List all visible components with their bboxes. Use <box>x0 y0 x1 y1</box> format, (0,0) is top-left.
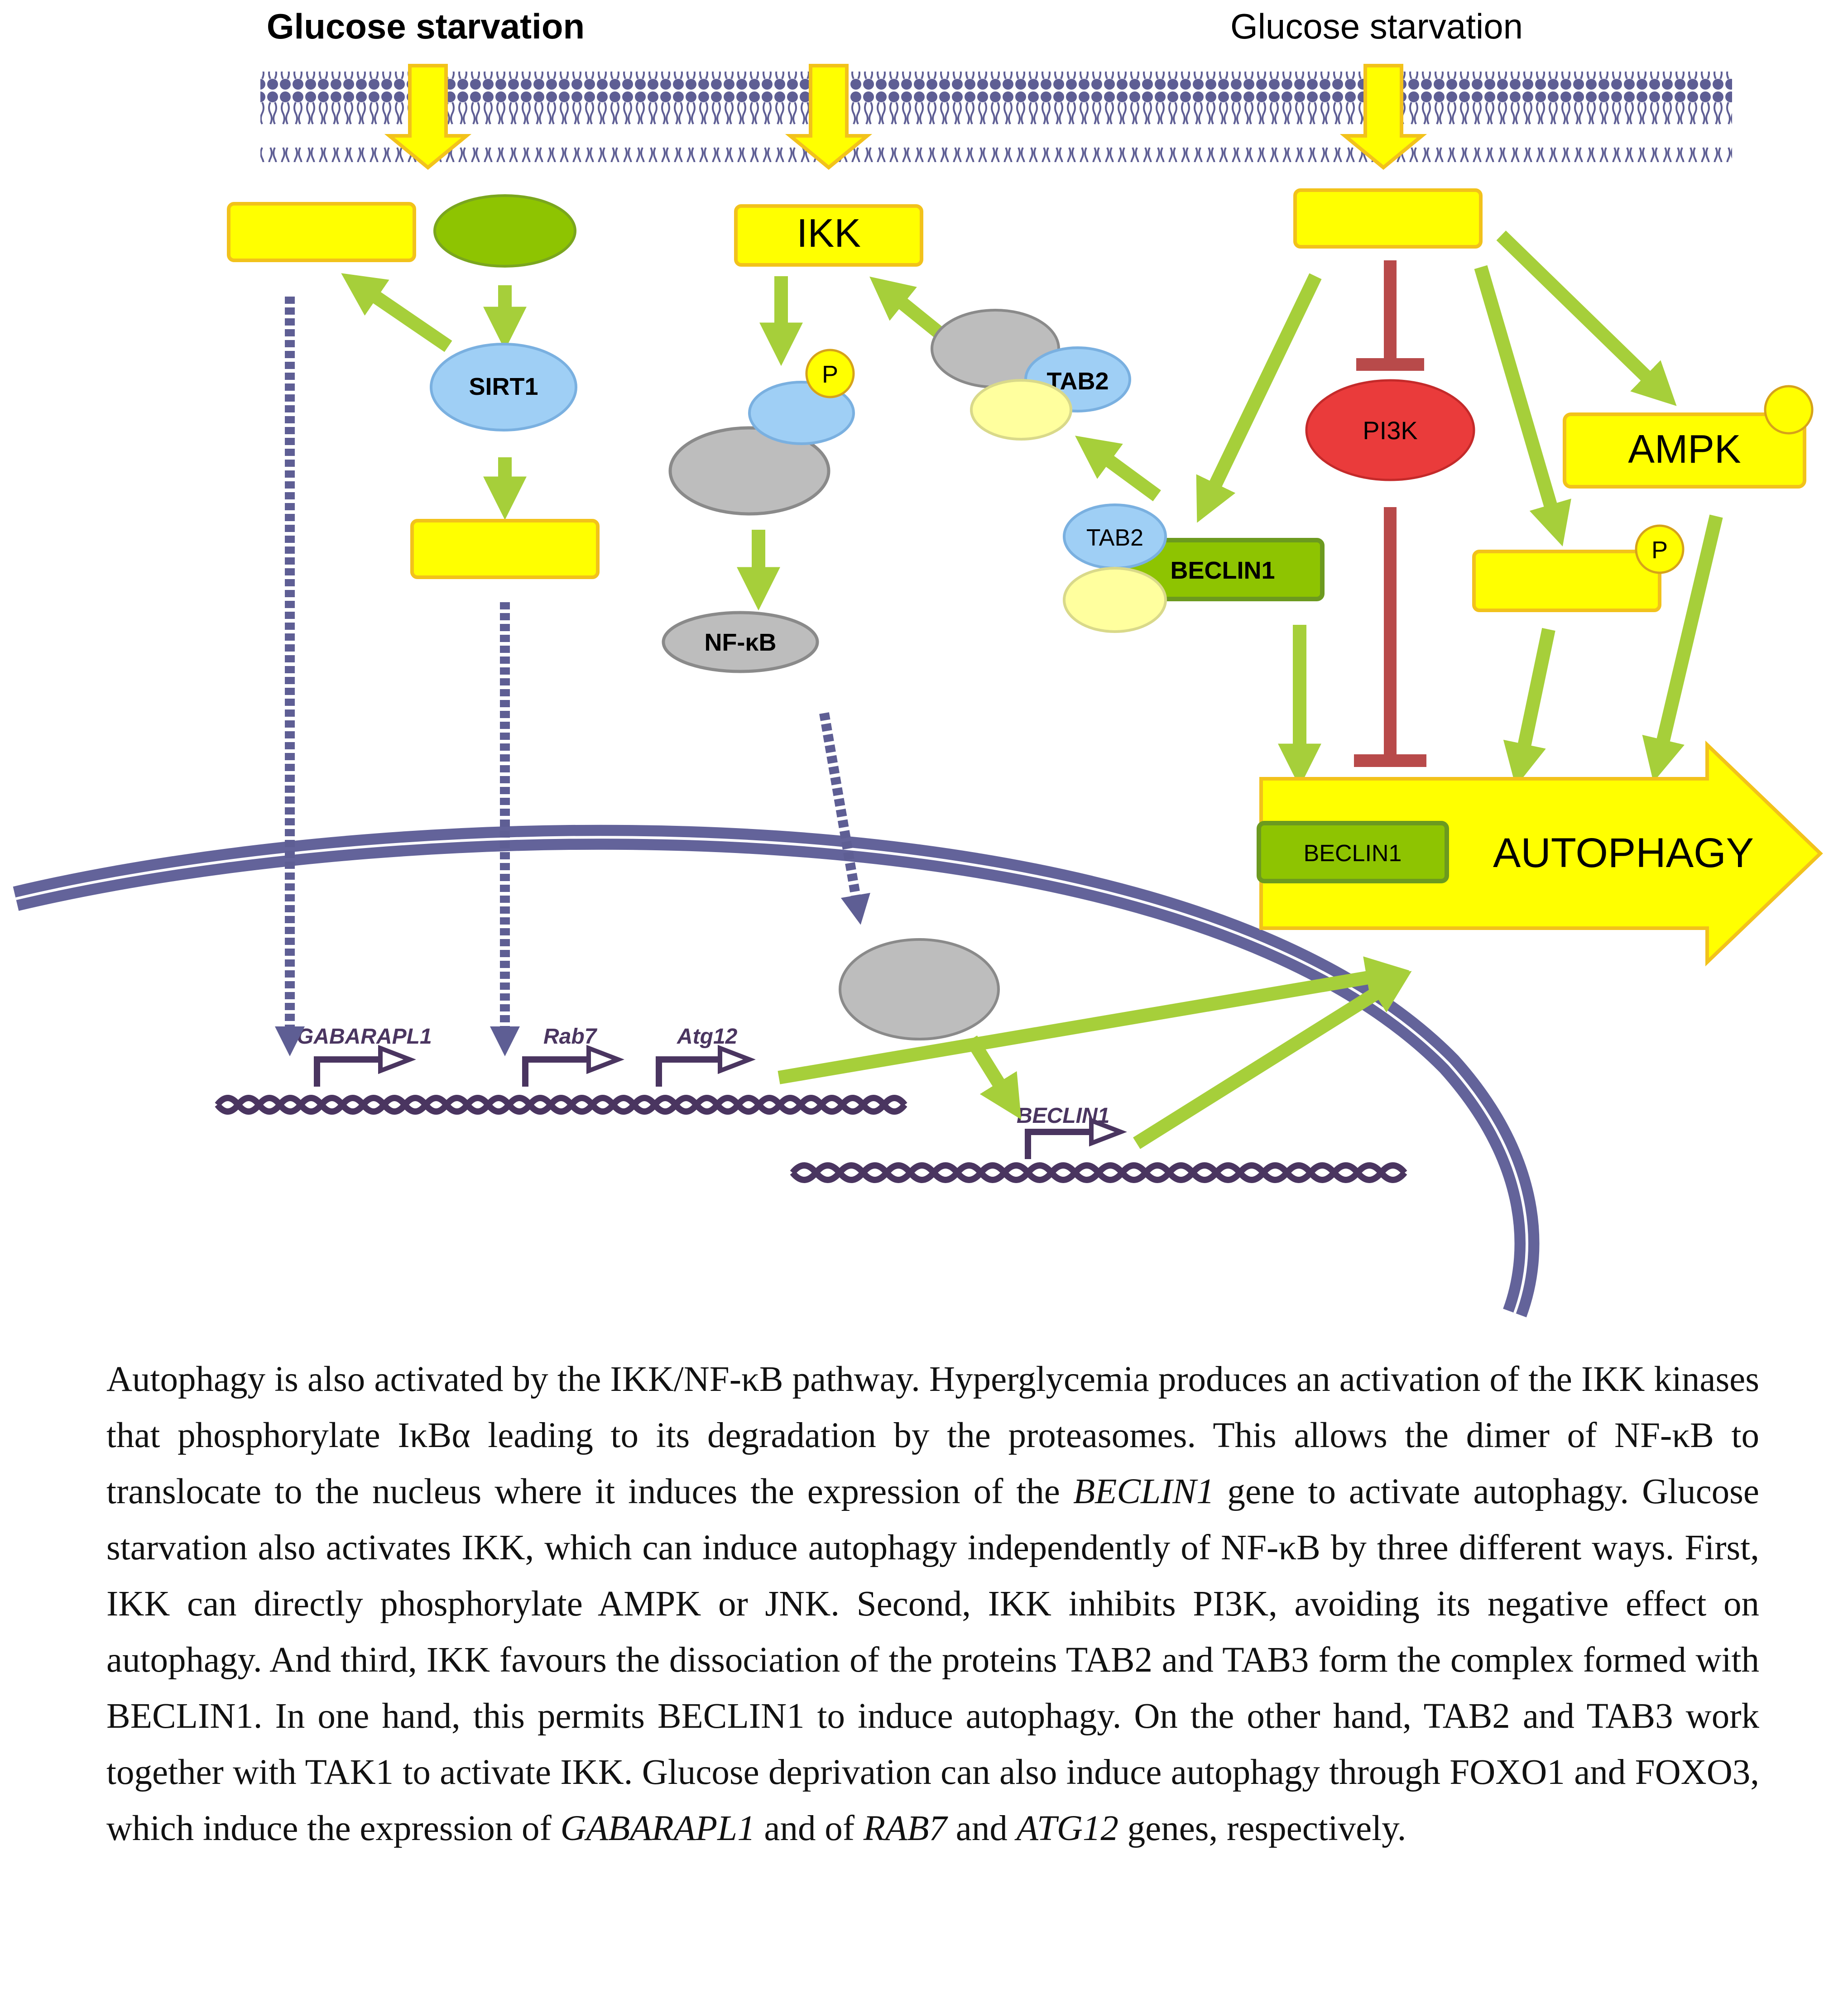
glucose-arrow-right <box>1339 64 1427 170</box>
caption-part-5: genes, respectively. <box>1118 1809 1406 1848</box>
arrow-jnk-to-autophagy <box>1503 628 1555 787</box>
glucose-arrow-middle <box>785 64 873 170</box>
foxo-box-lower-left <box>410 519 600 579</box>
figure-caption: Autophagy is also activated by the IKK/N… <box>106 1352 1759 1857</box>
gene-label-beclin1: BECLIN1 <box>1017 1104 1109 1128</box>
gene-label-rab7: Rab7 <box>543 1025 598 1049</box>
arrow-atg12-to-autophagy <box>778 956 1410 1084</box>
caption-gene-atg12: ATG12 <box>1016 1809 1118 1848</box>
beclin1-autophagy-box <box>1257 821 1449 883</box>
promoter-rab7-arrowhead <box>586 1045 624 1074</box>
green-activator-ellipse <box>433 194 576 268</box>
glucose-starvation-right-label: Glucose starvation <box>1230 6 1523 46</box>
glucose-starvation-left-label: Glucose starvation <box>267 6 585 46</box>
jnk-box <box>1472 550 1661 612</box>
nfkb-nuclear-ellipse <box>839 938 1000 1040</box>
glucose-arrow-left <box>384 64 472 170</box>
arrow-sirt1-to-foxo <box>341 273 452 352</box>
promoter-atg12-arrowhead <box>718 1045 756 1074</box>
p65-ellipse <box>668 426 830 516</box>
caption-part-1: Autophagy is also activated by the IKK/N… <box>106 1360 1759 1511</box>
beclin1-autophagy-label: BECLIN1 <box>1304 840 1402 867</box>
dna-strand-lower-b <box>790 1162 1407 1183</box>
arrow-beclin-to-tab <box>1075 436 1161 502</box>
promoter-beclin1-arrowhead <box>1089 1117 1127 1147</box>
caption-part-4: and <box>947 1809 1017 1848</box>
ampk-phosphate-circle <box>1764 385 1814 435</box>
ikb-phosphate-label: P <box>822 361 838 388</box>
caption-gene-gabarapl1: GABARAPL1 <box>560 1809 755 1848</box>
jnk-phosphate-circle <box>1635 524 1685 574</box>
promoter-gabarapl1-arrowhead <box>378 1045 416 1074</box>
gene-label-atg12: Atg12 <box>677 1025 738 1049</box>
ikk-box <box>734 204 923 267</box>
nuclear-envelope-inner-line <box>15 836 1528 1314</box>
autophagy-label: AUTOPHAGY <box>1493 830 1754 876</box>
arrow-beclin1-gene-to-autophagy <box>1133 971 1412 1149</box>
sirt1-label: SIRT1 <box>469 373 538 400</box>
pi3k-ellipse <box>1305 379 1475 481</box>
pi3k-label: PI3K <box>1363 416 1417 445</box>
caption-part-2: gene to activate autophagy. Glucose star… <box>106 1472 1759 1848</box>
ikb-phosphate-circle <box>805 349 855 398</box>
dna-strand-upper-a <box>215 1095 907 1115</box>
foxo-box-top-left <box>227 202 416 262</box>
ampk-box <box>1563 412 1806 489</box>
promoter-rab7-icon <box>522 1056 589 1087</box>
caption-gene-rab7: RAB7 <box>863 1809 947 1848</box>
promoter-atg12-icon <box>656 1056 720 1087</box>
arrow-foxo3-to-beclin1 <box>1196 273 1322 523</box>
autophagy-arrow <box>1259 740 1823 967</box>
arrow-foxo3-to-jnk <box>1474 265 1571 546</box>
ampk-label: AMPK <box>1628 427 1741 471</box>
arrow-foxo3-to-ampk <box>1496 230 1677 406</box>
pathway-diagram: Glucose starvation Glucose starvation GA… <box>13 6 1823 1318</box>
translocation-arrow-nfkb <box>819 712 870 925</box>
foxo3-box <box>1293 188 1483 249</box>
promoter-gabarapl1-icon <box>314 1056 380 1087</box>
promoter-beclin1-icon <box>1025 1129 1091 1159</box>
sirt1-ellipse <box>430 343 577 431</box>
tab3-top-ellipse <box>970 379 1072 441</box>
cell-membrane <box>260 72 1732 162</box>
caption-gene-beclin1: BECLIN1 <box>1073 1472 1214 1511</box>
jnk-phosphate-label: P <box>1651 537 1668 564</box>
nfkb-label: NF-κB <box>704 629 776 656</box>
ikk-label: IKK <box>797 211 861 255</box>
gene-label-gabarapl1: GABARAPL1 <box>297 1025 432 1049</box>
arrow-tak1-to-ikk <box>869 276 946 340</box>
tab3-left-ellipse <box>1063 567 1167 633</box>
beclin1-complex-label: BECLIN1 <box>1170 557 1275 584</box>
caption-part-3: and of <box>755 1809 864 1848</box>
dna-strand-upper-b <box>215 1095 907 1115</box>
arrow-ampk-to-autophagy <box>1642 514 1723 782</box>
tab2-left-label: TAB2 <box>1086 525 1143 551</box>
nfkb-ellipse <box>662 611 819 673</box>
